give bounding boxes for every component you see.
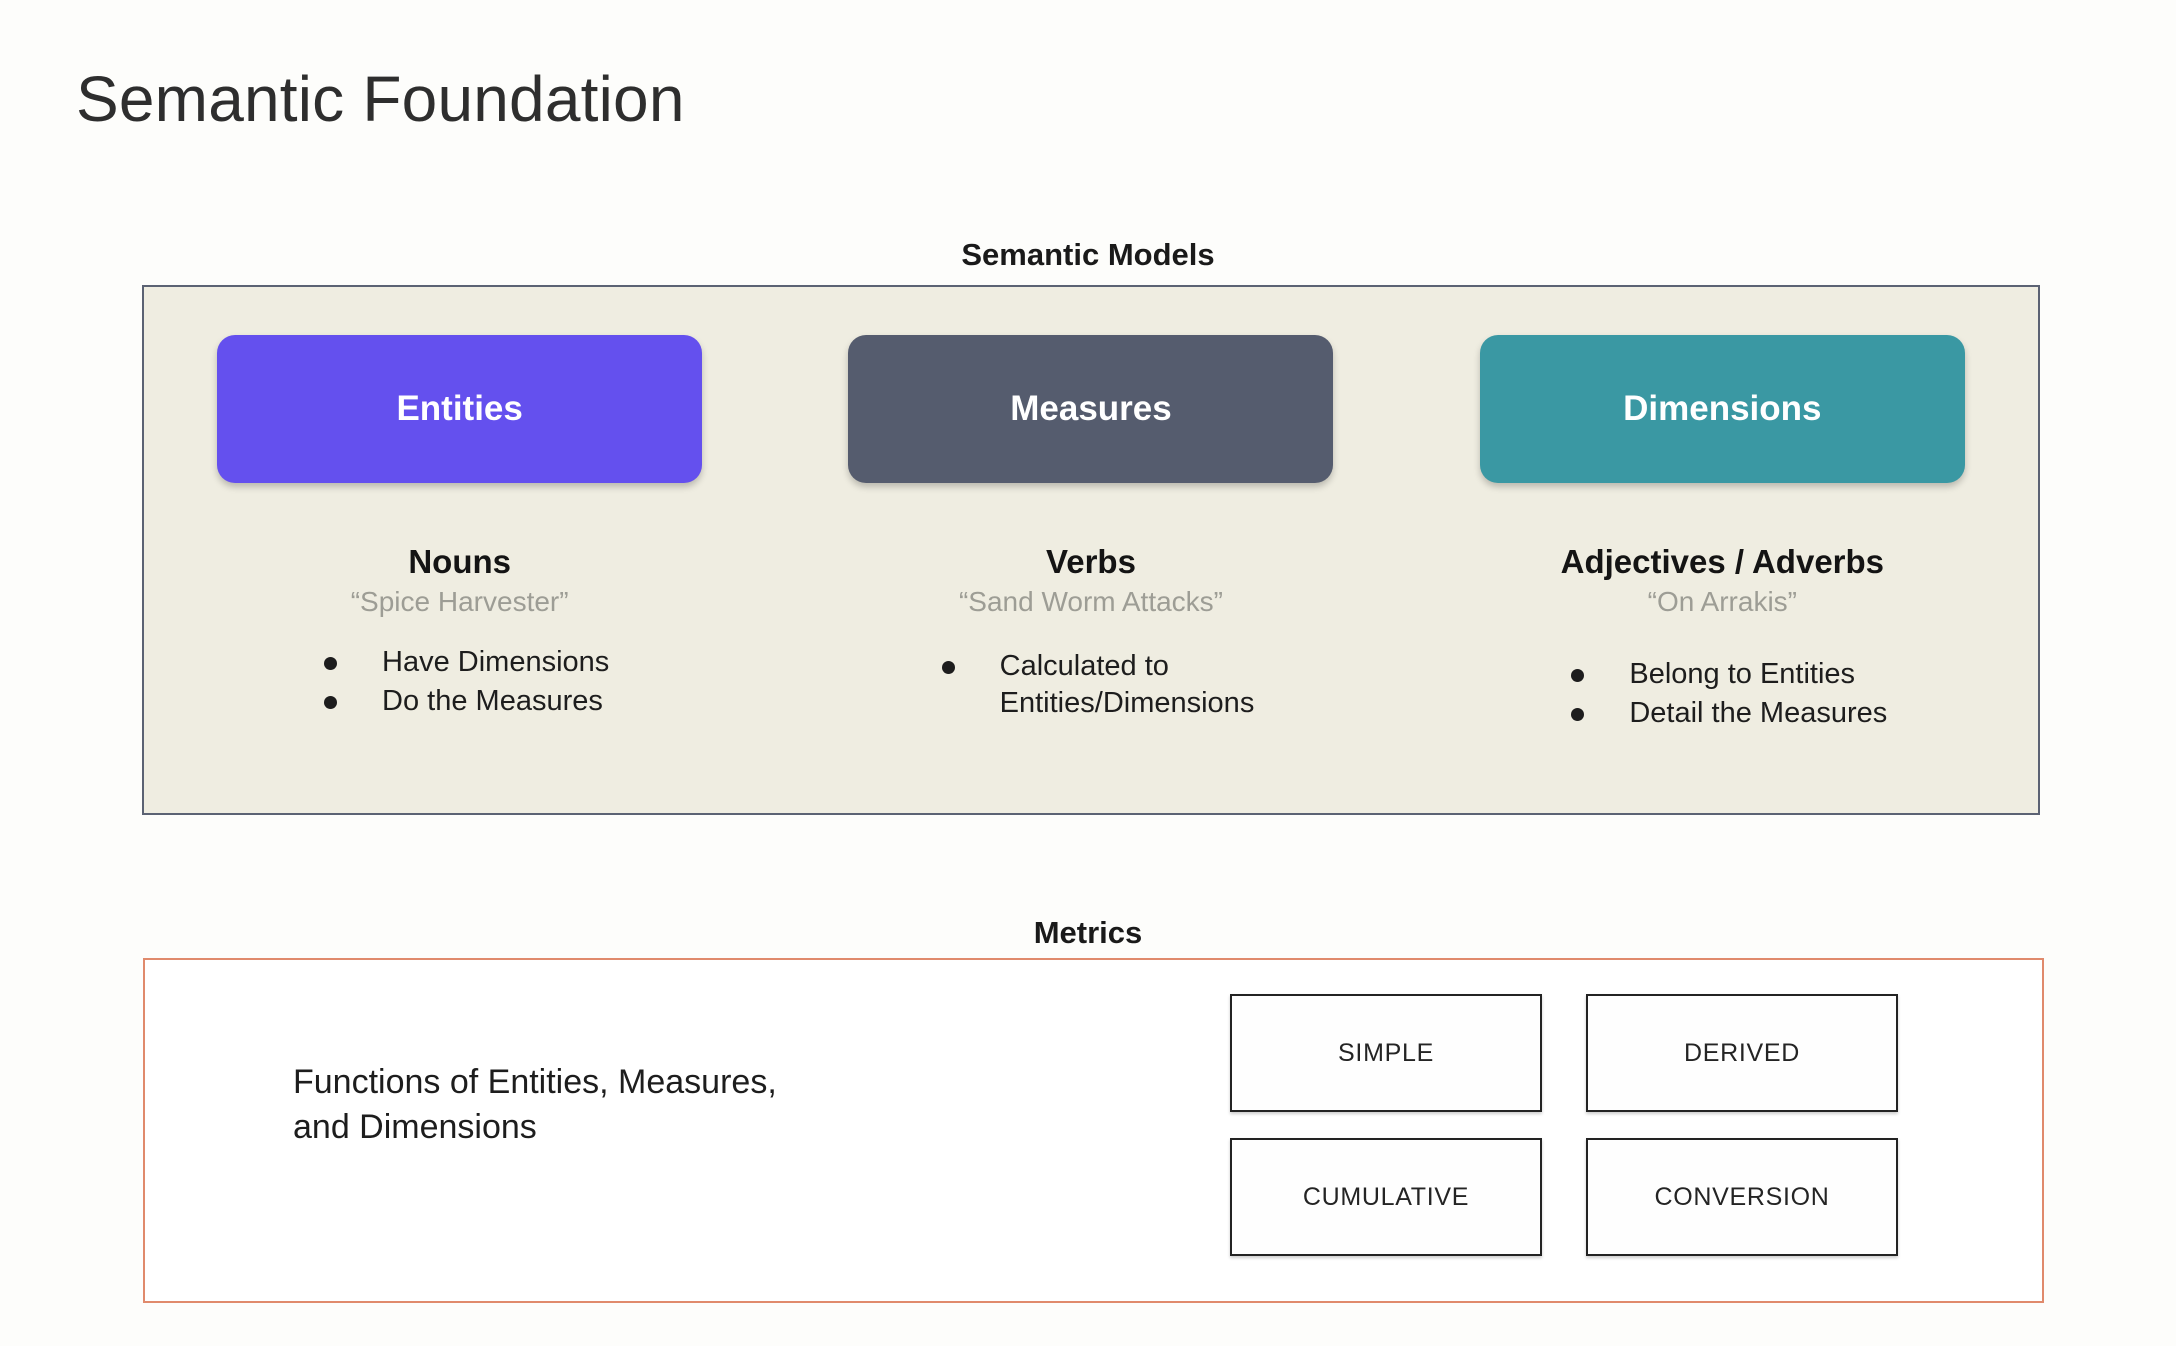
list-item-label: Detail the Measures (1629, 697, 1888, 730)
metric-type-grid: SIMPLE DERIVED CUMULATIVE CONVERSION (1230, 994, 1898, 1256)
metric-type-derived[interactable]: DERIVED (1586, 994, 1898, 1112)
list-item: Do the Measures (310, 683, 609, 721)
list-item-label: Belong to Entities (1629, 657, 1856, 690)
metric-type-conversion[interactable]: CONVERSION (1586, 1138, 1898, 1256)
dimensions-bullet-list: Belong to Entities Detail the Measures (1557, 656, 1887, 735)
bullet-dot-icon (1571, 668, 1585, 682)
list-item-label: Have Dimensions (382, 645, 610, 678)
list-item-label: Do the Measures (382, 685, 603, 718)
entities-bullet-list: Have Dimensions Do the Measures (310, 644, 609, 723)
bullet-dot-icon (1571, 708, 1585, 722)
model-column-entities: Entities Nouns “Spice Harvester” Have Di… (144, 287, 775, 813)
entities-part-of-speech: Nouns (408, 543, 511, 580)
measures-pill[interactable]: Measures (848, 335, 1334, 483)
list-item: Calculated to Entities/Dimensions (928, 648, 1255, 723)
list-item: Have Dimensions (310, 644, 609, 682)
dimensions-example: “On Arrakis” (1647, 585, 1797, 617)
measures-part-of-speech: Verbs (1046, 543, 1136, 580)
list-item: Belong to Entities (1557, 656, 1887, 694)
semantic-models-columns: Entities Nouns “Spice Harvester” Have Di… (144, 287, 2038, 813)
model-column-measures: Measures Verbs “Sand Worm Attacks” Calcu… (775, 287, 1406, 813)
entities-example: “Spice Harvester” (350, 585, 569, 617)
metrics-panel: Functions of Entities, Measures, and Dim… (143, 958, 2044, 1303)
bullet-dot-icon (941, 660, 955, 674)
list-item-label: Calculated to Entities/Dimensions (999, 649, 1255, 720)
semantic-models-heading: Semantic Models (961, 237, 1215, 272)
semantic-models-panel: Entities Nouns “Spice Harvester” Have Di… (142, 285, 2040, 815)
entities-pill[interactable]: Entities (217, 335, 703, 483)
metric-type-simple[interactable]: SIMPLE (1230, 994, 1542, 1112)
measures-example: “Sand Worm Attacks” (958, 585, 1223, 617)
bullet-dot-icon (324, 696, 338, 710)
metric-type-cumulative[interactable]: CUMULATIVE (1230, 1138, 1542, 1256)
page-title: Semantic Foundation (76, 63, 685, 135)
dimensions-part-of-speech: Adjectives / Adverbs (1560, 543, 1885, 580)
measures-bullet-list: Calculated to Entities/Dimensions (928, 648, 1255, 725)
metrics-description: Functions of Entities, Measures, and Dim… (293, 1063, 777, 1147)
bullet-dot-icon (324, 656, 338, 670)
list-item: Detail the Measures (1557, 695, 1887, 733)
dimensions-pill[interactable]: Dimensions (1479, 335, 1965, 483)
model-column-dimensions: Dimensions Adjectives / Adverbs “On Arra… (1407, 287, 2038, 813)
metrics-heading: Metrics (1033, 915, 1143, 950)
